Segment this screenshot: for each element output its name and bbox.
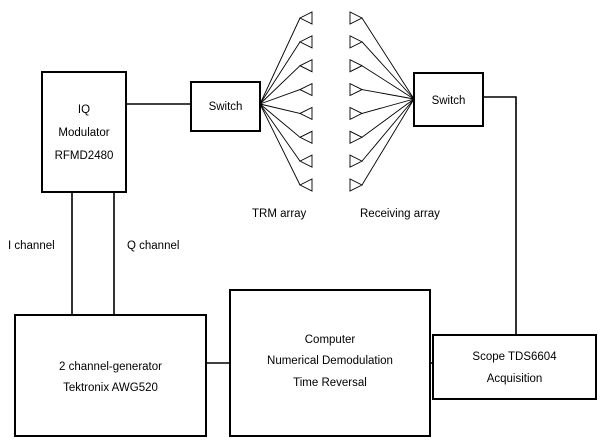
q-channel-label: Q channel xyxy=(127,240,179,252)
receiving-feed-4 xyxy=(361,89,415,100)
trm-feed-5 xyxy=(259,103,301,114)
computer-line-3: Time Reversal xyxy=(293,377,367,389)
trm-antenna-icon-6 xyxy=(298,130,313,145)
iq-modulator-line-2: Modulator xyxy=(58,127,109,139)
trm-feed-6 xyxy=(259,103,301,138)
receiving-array-label: Receiving array xyxy=(360,208,440,220)
trm-array-label: TRM array xyxy=(252,208,307,220)
receiving-antenna-icon-3 xyxy=(349,58,364,73)
trm-antenna-icon-1 xyxy=(298,11,313,25)
trm-antenna-icon-3 xyxy=(298,58,313,73)
receiving-feed-2 xyxy=(361,41,415,100)
wire-switch-to-scope xyxy=(483,96,517,335)
switch-rx-box xyxy=(413,72,484,127)
trm-antenna-icon-7 xyxy=(298,154,313,168)
receiving-antenna-icon-4 xyxy=(349,82,364,97)
iq-modulator-line-3: RFMD2480 xyxy=(55,150,114,162)
receiving-array xyxy=(349,11,415,192)
trm-feed-1 xyxy=(259,17,301,105)
receiving-antenna-icon-6 xyxy=(349,130,364,145)
iq-modulator-box xyxy=(41,71,127,193)
receiving-feed-7 xyxy=(361,98,415,162)
trm-array xyxy=(259,11,313,192)
trm-feed-4 xyxy=(259,89,301,105)
generator-line-1: 2 channel-generator xyxy=(59,361,162,373)
receiving-feed-6 xyxy=(361,98,415,138)
computer-line-2: Numerical Demodulation xyxy=(267,355,393,367)
trm-feed-3 xyxy=(259,65,301,105)
receiving-feed-8 xyxy=(361,98,415,186)
trm-antenna-icon-8 xyxy=(298,178,313,192)
receiving-antenna-icon-5 xyxy=(349,106,364,121)
switch-tx-label: Switch xyxy=(209,101,243,113)
receiving-feed-5 xyxy=(361,98,415,114)
trm-antenna-icon-4 xyxy=(298,82,313,97)
receiving-feed-1 xyxy=(361,17,415,100)
generator-box xyxy=(14,314,207,437)
trm-feed-7 xyxy=(259,103,301,162)
receiving-antenna-icon-8 xyxy=(349,178,364,192)
scope-line-1: Scope TDS6604 xyxy=(472,351,557,363)
iq-modulator-line-1: IQ xyxy=(78,104,90,116)
switch-tx-box xyxy=(190,81,261,132)
computer-line-1: Computer xyxy=(305,334,356,346)
trm-antenna-icon-5 xyxy=(298,106,313,121)
scope-box xyxy=(432,334,597,400)
i-channel-label: I channel xyxy=(8,240,55,252)
receiving-antenna-icon-7 xyxy=(349,154,364,168)
generator-line-2: Tektronix AWG520 xyxy=(63,382,158,394)
scope-line-2: Acquisition xyxy=(487,373,543,385)
switch-rx-label: Switch xyxy=(432,95,466,107)
trm-antenna-icon-2 xyxy=(298,35,313,49)
receiving-antenna-icon-1 xyxy=(349,11,364,25)
receiving-antenna-icon-2 xyxy=(349,35,364,49)
trm-feed-8 xyxy=(259,103,301,186)
trm-feed-2 xyxy=(259,41,301,105)
computer-box xyxy=(229,289,431,437)
receiving-feed-3 xyxy=(361,65,415,100)
